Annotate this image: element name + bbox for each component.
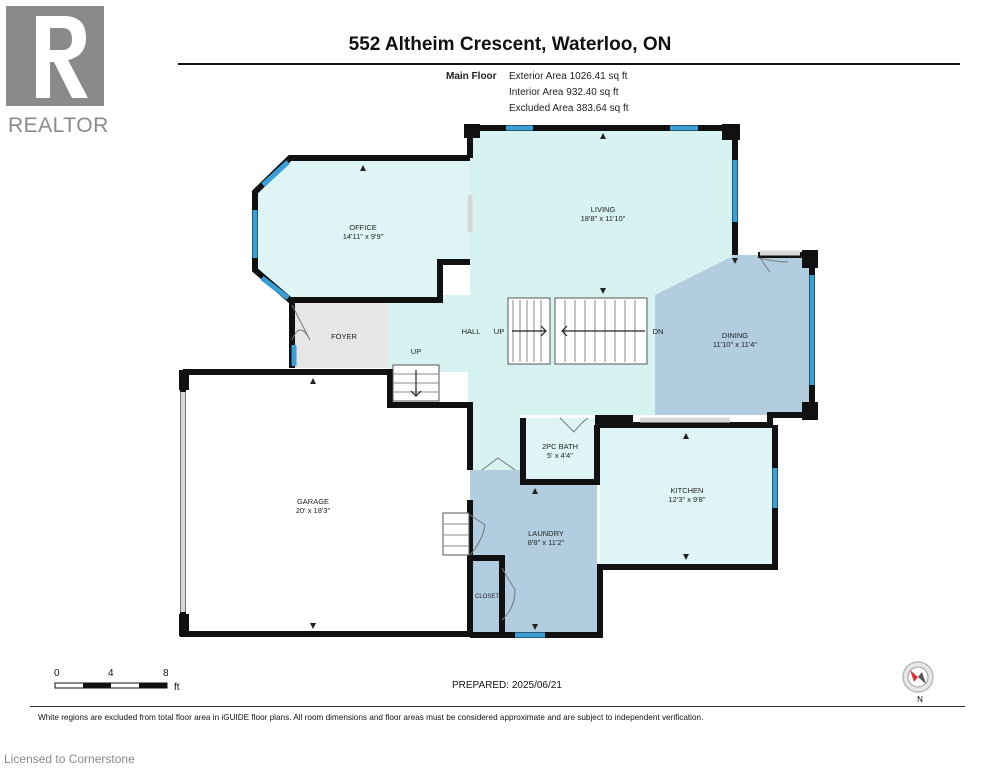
door-swing	[501, 567, 516, 621]
exterior-area: Exterior Area 1026.41 sq ft	[509, 71, 628, 82]
realtor-logo-text: REALTOR	[8, 114, 109, 137]
label-living: LIVING	[591, 205, 616, 214]
wall-corner	[802, 402, 818, 420]
label-garage: GARAGE	[297, 497, 329, 506]
label-office: OFFICE	[349, 223, 377, 232]
floor-label: Main Floor	[446, 71, 497, 82]
label-foyer: FOYER	[331, 332, 357, 341]
door-swing	[481, 457, 516, 471]
label-stair-dn: DN	[653, 327, 664, 336]
stair-arrow	[512, 325, 547, 337]
footnote: White regions are excluded from total fl…	[38, 713, 704, 722]
label-2pc-bath: 2PC BATH	[542, 442, 578, 451]
excluded-area: Excluded Area 383.64 sq ft	[509, 103, 629, 114]
door-swing	[291, 304, 311, 341]
door-swing	[469, 514, 486, 556]
scale-tick-0: 0	[54, 668, 60, 679]
stair-laundry	[442, 512, 470, 556]
label-stair-up: UP	[494, 327, 504, 336]
dims-office: 14'11" x 9'9"	[343, 232, 384, 241]
wall-kitchen	[470, 425, 778, 638]
room-closet	[472, 558, 502, 634]
stair-arrow	[561, 325, 645, 337]
interior-area: Interior Area 932.40 sq ft	[509, 87, 619, 98]
footnote-rule	[30, 706, 965, 707]
window	[261, 160, 290, 187]
dims-kitchen: 12'3" x 9'8"	[669, 495, 706, 504]
page-title: 552 Altheim Crescent, Waterloo, ON	[348, 34, 672, 55]
room-garage	[183, 372, 468, 634]
wall-corner	[179, 614, 189, 636]
label-dining: DINING	[722, 331, 748, 340]
prepared-date: PREPARED: 2025/06/21	[452, 680, 562, 691]
wall-corner	[464, 124, 480, 138]
window	[260, 276, 290, 300]
wall-corner	[179, 370, 189, 390]
compass-icon: N	[902, 661, 934, 704]
compass: N	[900, 660, 936, 709]
label-stair-foyer-up: UP	[411, 347, 421, 356]
label-closet: CLOSET	[475, 594, 499, 600]
room-office	[255, 158, 470, 300]
dims-laundry: 8'8" x 11'2"	[528, 538, 565, 547]
wall-bath	[520, 418, 600, 485]
wall-corner	[595, 415, 633, 427]
stair-arrow	[410, 370, 422, 397]
scale-graphic	[54, 682, 168, 689]
room-kitchen	[600, 425, 775, 567]
dims-garage: 20' x 18'3"	[296, 506, 331, 515]
wall-corner	[722, 124, 740, 140]
compass-north: N	[917, 695, 923, 704]
licensed-watermark: Licensed to Cornerstone	[4, 752, 135, 766]
room-foyer	[295, 302, 388, 368]
room-living	[470, 128, 735, 295]
dims-living: 18'8" x 11'10"	[581, 214, 626, 223]
wall-corner	[802, 250, 818, 268]
scale-unit: ft	[174, 682, 180, 693]
door-swing	[559, 417, 589, 433]
dims-2pc-bath: 5' x 4'4"	[547, 451, 573, 460]
wall-garage	[183, 369, 473, 470]
title-rule	[178, 63, 960, 65]
room-dining	[655, 255, 812, 415]
room-2pc-bath	[523, 418, 597, 480]
label-hall: HALL	[462, 327, 481, 336]
label-kitchen: KITCHEN	[671, 486, 704, 495]
label-laundry: LAUNDRY	[528, 529, 564, 538]
scale-tick-4: 4	[108, 668, 114, 679]
door-swing	[759, 257, 789, 273]
scale-tick-8: 8	[163, 668, 169, 679]
wall-closet	[472, 555, 505, 635]
realtor-logo: REALTOR	[6, 6, 109, 137]
realtor-logo-mark	[6, 6, 104, 106]
dims-dining: 11'10" x 11'4"	[713, 340, 758, 349]
